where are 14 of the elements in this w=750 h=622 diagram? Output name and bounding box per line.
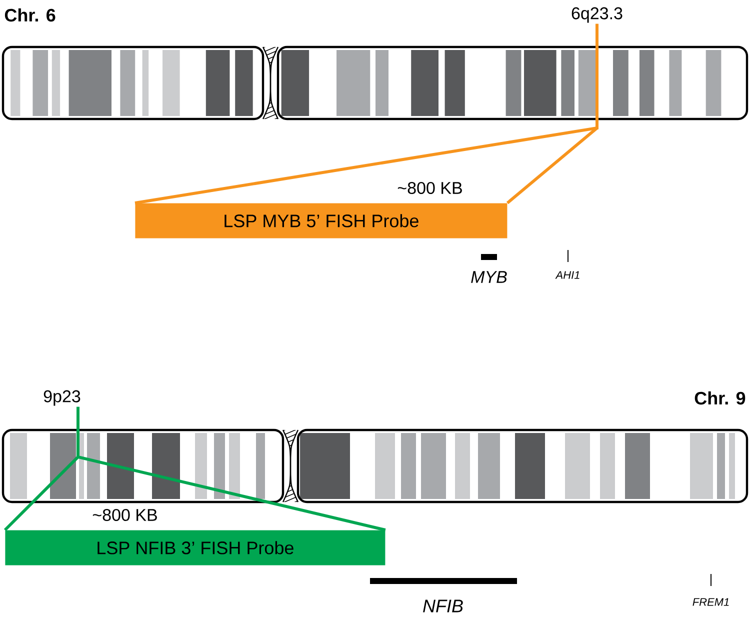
zoom-line: [76, 406, 386, 532]
chromosome-label: Chr. 9: [694, 391, 746, 405]
zoom-line: [506, 24, 598, 204]
probe-box: LSP MYB 5’ FISH Probe: [135, 203, 508, 238]
band-label: 6q23.3: [572, 7, 622, 23]
probe-box: LSP NFIB 3’ FISH Probe: [5, 530, 386, 566]
gene-label: AHI1: [555, 271, 580, 279]
band-label: 9p23: [44, 390, 80, 406]
chromosome-label: Chr. 6: [4, 8, 56, 22]
size-label: ~800 KB: [92, 508, 157, 522]
gene-label: FREM1: [692, 598, 729, 606]
gene-label: MYB: [471, 271, 507, 283]
gene-label: NFIB: [423, 600, 463, 612]
size-label: ~800 KB: [398, 182, 462, 194]
